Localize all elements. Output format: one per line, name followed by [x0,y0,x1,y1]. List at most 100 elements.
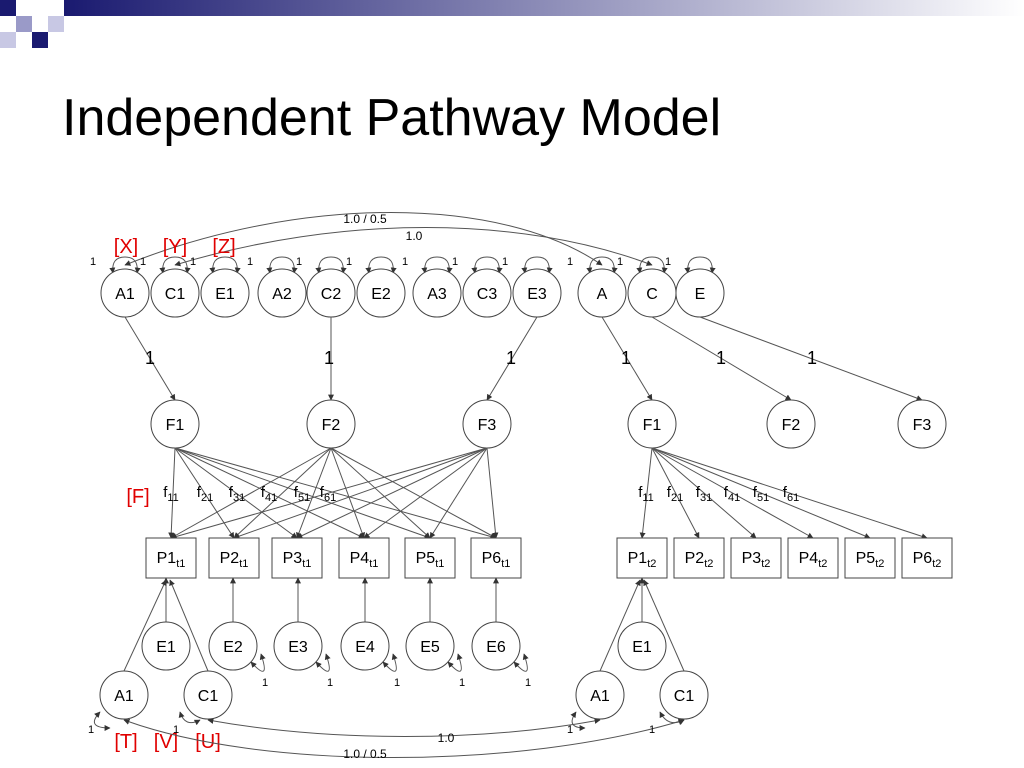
corr-arc-bottom-c [207,718,601,737]
left-factor-label-1: F2 [322,417,341,434]
left-latent-variance-loop-6 [421,256,453,274]
left-factor-3-to-p1 [170,447,488,540]
left-error-variance-loop-6 [513,653,529,672]
deco-square-4 [32,32,48,48]
left-error-e2 [208,621,258,671]
left-factor-2-to-p3 [296,447,332,539]
right-factor-1-to-p6 [651,447,928,540]
left-latent-variance-loop-2 [209,256,241,274]
left-factor-3-to-p6 [486,447,499,539]
left-phenotype-label-1: P2t1 [220,550,249,570]
left-latent-e1 [200,268,250,318]
right-factor-label-2: F3 [913,417,932,434]
left-spec-c1-path [169,579,209,672]
right-phenotype-label-1: P2t2 [685,550,714,570]
left-latent-label-3: A2 [272,286,292,303]
corr-arc-top-ac [124,212,603,266]
left-latent-variance-label-6: 1 [402,256,408,268]
right-latent-label-0: A [597,286,608,303]
left-latent-label-7: C3 [477,286,498,303]
left-error-e4 [340,621,390,671]
left-latent-label-2: E1 [215,286,235,303]
right-factor-label-0: F1 [643,417,662,434]
right-spec-a1-variance-loop [570,711,586,731]
left-spec-variance-label-1: 1 [173,724,179,736]
left-error-variance-loop-2 [250,653,266,672]
left-factor-1-to-p4 [174,447,365,539]
left-spec-a1-variance-loop [93,711,111,731]
right-spec-c1-path [643,579,685,672]
right-factor-1-to-p2 [651,447,700,539]
right-spec-a1-path [599,579,641,672]
left-factor-loading-path-0 [124,316,176,401]
left-factor-1-to-p6 [174,447,497,540]
left-error-e5 [405,621,455,671]
left-factor-2-to-p6 [330,447,497,539]
right-phenotype-label-4: P5t2 [856,550,885,570]
left-latent-label-0: A1 [115,286,135,303]
left-loading-label-2: 1 [506,348,516,368]
right-factor-2 [766,399,816,449]
left-f-label-3: f41 [261,484,277,504]
annotation-f: [F] [126,486,149,508]
left-error-e3 [273,621,323,671]
left-error-variance-label-5: 1 [525,677,531,689]
left-phenotype-label-3: P4t1 [350,550,379,570]
left-error-e1 [141,621,191,671]
left-latent-variance-label-4: 1 [296,256,302,268]
right-factor-loading-path-0 [601,316,653,401]
deco-gradient-bar [64,0,1024,16]
left-factor-1-to-p5 [174,447,431,540]
right-f-label-5: f61 [783,484,799,504]
right-phenotype-label-5: P6t2 [913,550,942,570]
left-factor-2-to-p2 [233,447,332,539]
left-f-label-2: f31 [229,484,245,504]
right-spec-label-1: C1 [674,688,695,705]
left-latent-a2 [257,268,307,318]
corr-label-bottom-ac: 1.0 / 0.5 [343,747,387,761]
right-latent-variance-label-1: 1 [617,256,623,268]
left-latent-variance-loop-3 [266,256,298,274]
left-error-e6 [471,621,521,671]
left-phenotype-p2-t1 [208,537,260,579]
annotation-y: [Y] [163,236,187,258]
left-error-variance-loop-4 [382,653,398,672]
right-latent-variance-loop-1 [636,256,668,274]
left-phenotype-p1-t1 [145,537,197,579]
right-factor-loading-path-1 [651,316,792,401]
left-factor-2-to-p5 [330,447,431,539]
right-loading-label-2: 1 [807,348,817,368]
left-error-label-0: E1 [156,639,176,656]
left-error-label-4: E5 [420,639,440,656]
annotation-t: [T] [114,731,137,753]
right-latent-variance-label-0: 1 [567,256,573,268]
left-latent-variance-loop-0 [109,256,141,274]
left-error-variance-loop-5 [447,653,463,672]
left-error-variance-loop-3 [315,653,331,672]
right-f-label-1: f21 [667,484,683,504]
left-loading-label-0: 1 [145,348,155,368]
right-factor-loading-path-2 [699,316,923,401]
right-phenotype-p3-t2 [730,537,782,579]
right-error-e1 [617,621,667,671]
left-latent-variance-label-5: 1 [346,256,352,268]
corr-label-top-c: 1.0 [406,229,423,243]
right-factor-label-1: F2 [782,417,801,434]
right-phenotype-p6-t2 [901,537,953,579]
left-latent-variance-label-0: 1 [90,256,96,268]
left-latent-variance-loop-4 [315,256,347,274]
left-f-label-1: f21 [197,484,213,504]
left-error-label-1: E2 [223,639,243,656]
slide-title: Independent Pathway Model [62,89,722,147]
right-phenotype-label-3: P4t2 [799,550,828,570]
left-latent-variance-label-3: 1 [247,256,253,268]
right-spec-c1-variance-loop [659,711,685,726]
corr-label-top-ac: 1.0 / 0.5 [343,212,387,226]
annotation-x: [X] [114,236,138,258]
left-factor-2-to-p4 [330,447,365,539]
corr-arc-top-c [174,227,653,267]
right-factor-3 [897,399,947,449]
deco-square-5 [48,16,64,32]
left-f-label-5: f61 [320,484,336,504]
